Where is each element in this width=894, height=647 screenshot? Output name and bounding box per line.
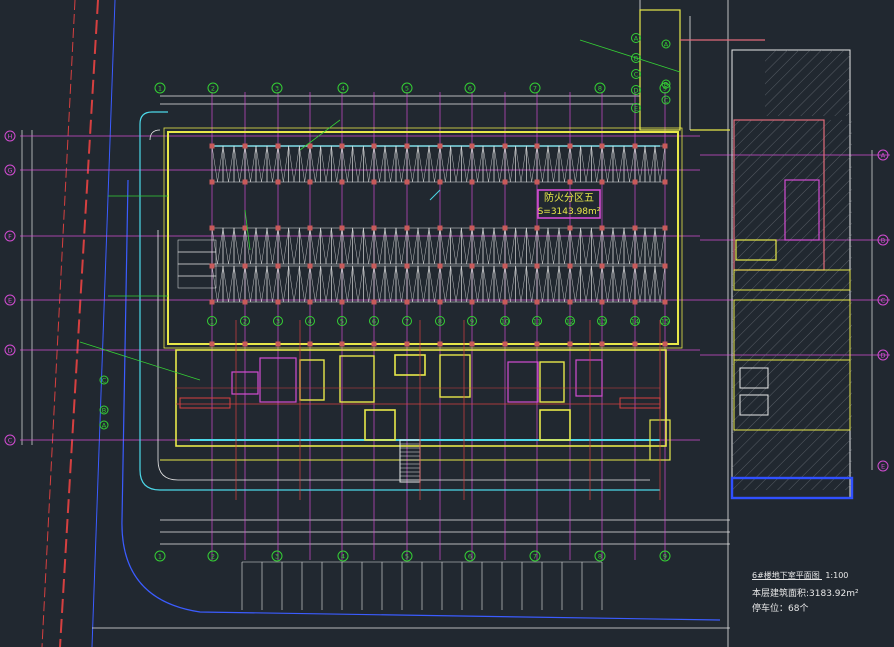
svg-text:C: C bbox=[881, 297, 886, 305]
svg-text:C: C bbox=[102, 377, 107, 385]
svg-text:A: A bbox=[102, 422, 107, 430]
svg-text:C: C bbox=[8, 437, 13, 445]
svg-text:B: B bbox=[102, 407, 106, 415]
red-reference-lines bbox=[176, 320, 661, 500]
svg-text:14: 14 bbox=[631, 318, 639, 326]
svg-text:9: 9 bbox=[470, 318, 474, 326]
svg-text:G: G bbox=[7, 167, 12, 175]
axis-bubbles-right: A B C D E bbox=[877, 149, 889, 472]
svg-text:8: 8 bbox=[438, 318, 442, 326]
svg-text:9: 9 bbox=[663, 85, 667, 93]
svg-text:2: 2 bbox=[243, 318, 247, 326]
svg-text:D: D bbox=[880, 352, 885, 360]
drawing-title: 6#楼地下室平面图 bbox=[752, 571, 820, 580]
svg-text:6: 6 bbox=[468, 553, 472, 561]
svg-text:1: 1 bbox=[158, 85, 162, 93]
svg-text:10: 10 bbox=[501, 318, 509, 326]
svg-text:5: 5 bbox=[340, 318, 344, 326]
svg-text:8: 8 bbox=[598, 85, 602, 93]
parking-count-note: 停车位：68个 bbox=[752, 604, 809, 614]
svg-text:4: 4 bbox=[308, 318, 312, 326]
svg-text:2: 2 bbox=[211, 85, 215, 93]
svg-text:C: C bbox=[634, 71, 639, 79]
svg-text:4: 4 bbox=[341, 553, 345, 561]
service-cores bbox=[179, 354, 671, 483]
svg-text:H: H bbox=[8, 133, 13, 141]
svg-text:F: F bbox=[8, 233, 12, 241]
svg-text:12: 12 bbox=[566, 318, 574, 326]
fire-zone-tag: 防火分区五 S=3143.98m² bbox=[537, 189, 601, 219]
svg-text:3: 3 bbox=[275, 553, 279, 561]
svg-text:7: 7 bbox=[405, 318, 409, 326]
svg-text:A: A bbox=[664, 41, 669, 49]
svg-text:B: B bbox=[881, 237, 885, 245]
site-boundary-lines bbox=[41, 0, 730, 647]
fire-zone-label: 防火分区五 bbox=[544, 191, 594, 204]
drawing-scale: 1:100 bbox=[825, 571, 849, 580]
drawing-title-block: 6#楼地下室平面图 1:100 bbox=[752, 570, 848, 581]
annotation-leaders bbox=[79, 39, 681, 381]
floor-area-note: 本层建筑面积:3183.92m² bbox=[752, 589, 859, 599]
surface-parking-stalls bbox=[241, 561, 603, 610]
svg-text:1: 1 bbox=[158, 553, 162, 561]
svg-text:E: E bbox=[881, 463, 885, 471]
svg-text:5: 5 bbox=[405, 553, 409, 561]
svg-text:D: D bbox=[633, 87, 638, 95]
svg-text:11: 11 bbox=[533, 318, 541, 326]
svg-text:13: 13 bbox=[598, 318, 606, 326]
svg-text:2: 2 bbox=[211, 553, 215, 561]
svg-text:6: 6 bbox=[468, 85, 472, 93]
svg-text:3: 3 bbox=[275, 85, 279, 93]
svg-text:E: E bbox=[8, 297, 12, 305]
svg-text:4: 4 bbox=[341, 85, 345, 93]
svg-text:6: 6 bbox=[372, 318, 376, 326]
axis-bubbles-bottom: 1 2 3 4 5 6 7 8 9 bbox=[154, 550, 671, 562]
svg-text:A: A bbox=[634, 35, 639, 43]
svg-text:5: 5 bbox=[405, 85, 409, 93]
fire-zone-area: S=3143.98m² bbox=[538, 207, 601, 217]
svg-text:3: 3 bbox=[276, 318, 280, 326]
svg-text:7: 7 bbox=[533, 553, 537, 561]
svg-text:A: A bbox=[881, 152, 886, 160]
svg-text:15: 15 bbox=[661, 318, 669, 326]
svg-text:B: B bbox=[664, 81, 668, 89]
svg-text:1: 1 bbox=[210, 318, 214, 326]
ramp-left bbox=[139, 111, 660, 491]
underground-parking-stalls bbox=[177, 145, 666, 303]
structural-columns bbox=[209, 143, 668, 347]
svg-text:8: 8 bbox=[598, 553, 602, 561]
axis-bubbles-top: 1 2 3 4 5 6 7 8 9 bbox=[154, 82, 671, 94]
svg-text:D: D bbox=[7, 347, 12, 355]
svg-text:9: 9 bbox=[663, 553, 667, 561]
svg-text:7: 7 bbox=[533, 85, 537, 93]
svg-text:C: C bbox=[664, 97, 669, 105]
axis-bubbles-left: H G F E D C C BA bbox=[4, 130, 109, 446]
svg-text:E: E bbox=[634, 105, 638, 113]
building-walls bbox=[160, 9, 683, 461]
adjacent-building bbox=[680, 16, 854, 500]
title-underline bbox=[752, 579, 822, 580]
svg-text:B: B bbox=[634, 55, 638, 63]
